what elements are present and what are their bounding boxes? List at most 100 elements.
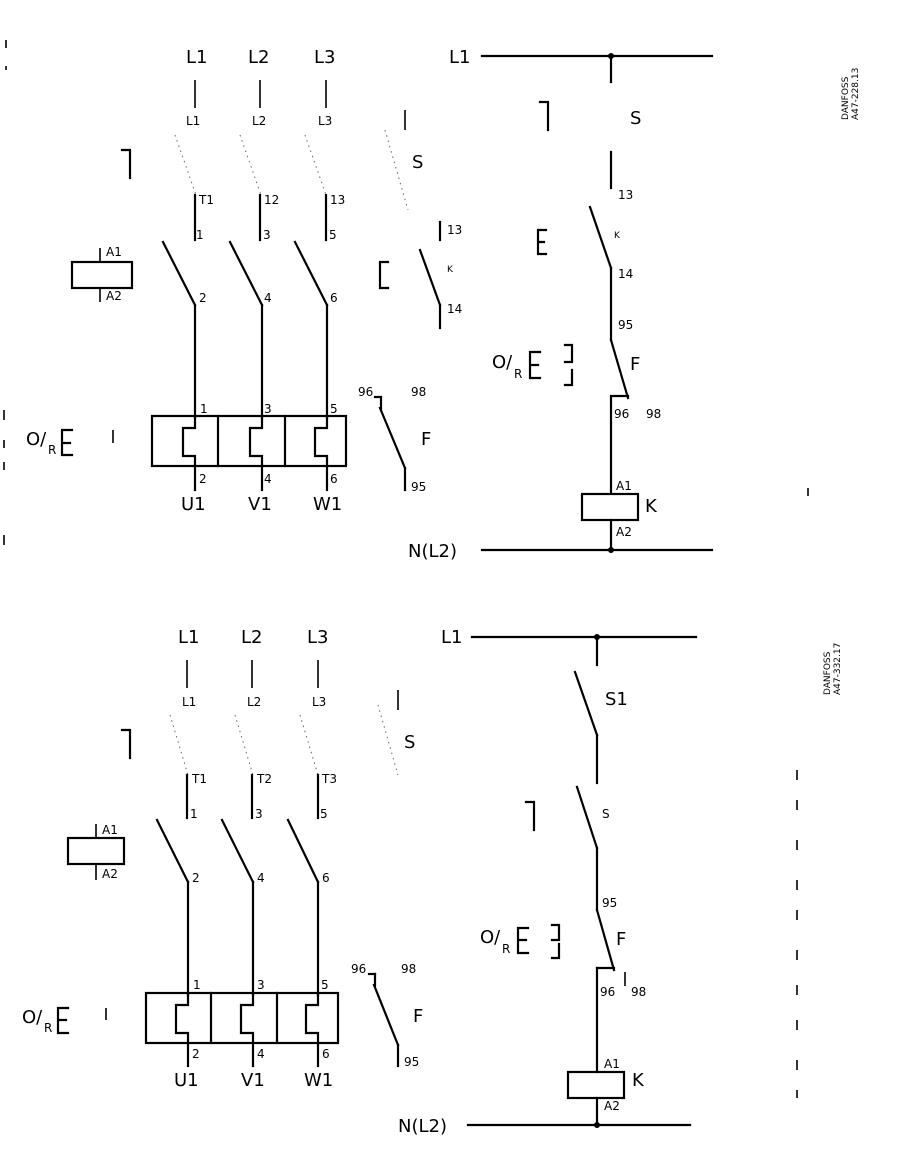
bottom-control-overload-symbol: O/ R (480, 923, 561, 960)
top-overload-element-3 (313, 416, 329, 468)
top-ol-contact-95: 95 (411, 480, 426, 494)
top-control-circuit: L1 S 13 K 14 95 F O/ R 96 98 A1 A2 K N(L… (408, 47, 714, 562)
top-contact-out-4: 4 (264, 291, 272, 305)
bottom-ol-out-2: 2 (192, 1047, 200, 1061)
top-ol-contact-f: F (421, 429, 431, 450)
bottom-supply-label-l2: L2 (241, 627, 262, 648)
bottom-control-a1: A1 (604, 1057, 620, 1071)
top-coil-a2: A2 (106, 289, 122, 303)
top-motor-u1: U1 (181, 494, 206, 515)
bottom-drawing-code: DANFOSS A47-332.17 (823, 643, 843, 695)
top-ol-contact-96: 96 (358, 385, 373, 399)
svg-text:DANFOSS: DANFOSS (841, 76, 851, 120)
top-ol-out-6: 6 (330, 472, 338, 486)
top-manual-actuator-icon (120, 148, 132, 180)
bottom-control-line-l1: L1 (441, 627, 462, 648)
top-overload-element-1 (181, 416, 197, 468)
svg-text:O/: O/ (22, 1007, 43, 1028)
top-drawing-code: DANFOSS A47-228.13 (841, 68, 861, 120)
top-control-neutral: N(L2) (408, 541, 457, 562)
top-control-13: 13 (618, 188, 633, 202)
bottom-contactor-coil (66, 836, 126, 866)
top-control-98: 98 (646, 407, 661, 421)
bottom-motor-u1: U1 (174, 1070, 199, 1091)
bottom-control-coil-k: K (632, 1070, 645, 1091)
svg-text:DANFOSS: DANFOSS (823, 651, 833, 695)
bottom-ol-in-1: 1 (193, 978, 201, 992)
bottom-ol-in-3: 3 (257, 978, 265, 992)
bottom-ol-out-6: 6 (322, 1047, 330, 1061)
left-margin-marks (3, 40, 7, 545)
top-control-f: F (630, 354, 640, 375)
bottom-manual-actuator-icon (120, 728, 132, 760)
top-ol-out-2: 2 (199, 472, 207, 486)
bottom-control-95: 95 (602, 896, 617, 910)
svg-text:O/: O/ (492, 352, 513, 373)
bottom-ol-in-5: 5 (321, 978, 329, 992)
bottom-contact-in-5: 5 (320, 807, 328, 821)
bottom-contact-out-2: 2 (192, 871, 200, 885)
bottom-overload-element-3 (304, 993, 320, 1045)
top-contact-in-5: 5 (329, 228, 337, 242)
right-margin-marks (796, 488, 809, 1098)
top-overload-element-2 (248, 416, 264, 468)
top-control-coil (580, 492, 640, 522)
top-control-95: 95 (618, 318, 633, 332)
top-control-k: K (614, 231, 621, 241)
top-control-coil-k: K (645, 496, 658, 517)
bottom-control-manual-icon (524, 800, 536, 832)
top-contact-in-3: 3 (263, 228, 271, 242)
bottom-input-terminal-l3: L3 (312, 695, 326, 709)
top-control-overload-symbol: O/ R (492, 343, 574, 387)
top-input-terminal-l2: L2 (252, 114, 266, 128)
top-power-circuit: L1 L2 L3 L1 L2 L3 S T1 12 13 1 3 5 2 4 (26, 47, 462, 515)
bottom-coil-a1: A1 (102, 823, 118, 837)
bottom-input-terminal-l1: L1 (182, 695, 196, 709)
bottom-coil-a2: A2 (102, 867, 118, 881)
top-input-terminal-l1: L1 (186, 114, 200, 128)
bottom-power-circuit: L1 L2 L3 L1 L2 L3 S T1 T2 T3 1 3 5 2 4 6 (22, 627, 423, 1091)
bottom-ol-contact-96: 96 (351, 962, 366, 976)
bottom-ol-contact-f: F (413, 1006, 423, 1027)
svg-text:R: R (44, 1021, 52, 1035)
svg-text:O/: O/ (26, 429, 47, 450)
bottom-control-98: 98 (631, 985, 646, 999)
bottom-contact-in-3: 3 (255, 807, 263, 821)
svg-text:A47-332.17: A47-332.17 (833, 643, 843, 695)
bottom-input-terminal-l2: L2 (247, 695, 261, 709)
top-power-switch-label: S (412, 152, 423, 173)
bottom-contact-out-4: 4 (257, 871, 265, 885)
bottom-control-switch-s: S (602, 807, 610, 821)
top-control-line-l1: L1 (449, 47, 470, 68)
bottom-control-switch-s1: S1 (605, 689, 628, 710)
top-contact-out-2: 2 (199, 291, 207, 305)
top-coil-a1: A1 (106, 245, 122, 259)
top-ol-contact-98: 98 (411, 385, 426, 399)
bottom-overload-element-2 (239, 993, 255, 1045)
top-overload-relay (150, 414, 348, 468)
top-control-a1: A1 (616, 479, 632, 493)
top-contact-in-1: 1 (196, 228, 204, 242)
bottom-contact-terminal-t3: T3 (321, 772, 337, 786)
top-control-a2: A2 (616, 525, 632, 539)
top-aux-bracket-icon (378, 260, 390, 290)
top-ol-in-5: 5 (330, 402, 338, 416)
bottom-control-neutral: N(L2) (398, 1116, 447, 1137)
bottom-overload-relay (144, 991, 340, 1045)
top-supply-label-l2: L2 (248, 47, 269, 68)
bottom-supply-label-l1: L1 (178, 627, 199, 648)
top-control-switch-s: S (630, 108, 641, 129)
top-contactor-coil (70, 260, 134, 290)
top-contact-terminal-t2: 12 (264, 193, 279, 207)
bottom-contact-terminal-t2: T2 (256, 772, 272, 786)
top-aux-contact-13: 13 (447, 223, 462, 237)
top-motor-w1: W1 (313, 494, 342, 515)
bottom-control-circuit: L1 S1 S 95 F O/ R 96 98 A1 A2 K N(L2) (398, 627, 698, 1137)
top-control-e-icon (536, 228, 548, 256)
bottom-power-switch-label: S (404, 732, 415, 753)
bottom-ol-contact-95: 95 (404, 1055, 419, 1069)
bottom-supply-label-l3: L3 (307, 627, 328, 648)
top-ol-in-3: 3 (264, 402, 272, 416)
top-control-14: 14 (618, 267, 633, 281)
